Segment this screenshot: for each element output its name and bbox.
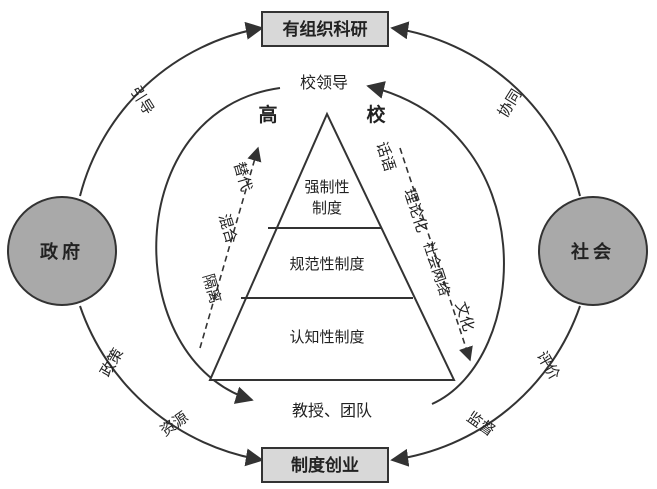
pyramid-bottom-label: 认知性制度: [289, 328, 364, 346]
pyramid-middle-label: 规范性制度: [289, 255, 364, 273]
government-node: [7, 196, 117, 306]
dashed-arrow-left: [199, 146, 262, 349]
arc-government-to-top: [79, 21, 264, 197]
government-label: 政府: [40, 241, 84, 263]
society-label: 社会: [571, 241, 615, 263]
label-resource: 资源: [157, 408, 192, 440]
bottom-box-label: 制度创业: [291, 455, 359, 476]
inner-arc-left: [155, 87, 281, 404]
label-evaluate: 评价: [533, 348, 564, 383]
mechanism-social-network: 社会网络: [420, 240, 453, 298]
bottom-box: [261, 447, 389, 483]
society-node: [538, 196, 648, 306]
xiao-label: 校: [366, 103, 386, 126]
school-leader-label: 校领导: [300, 73, 348, 92]
top-box-label: 有组织科研: [283, 19, 368, 40]
arc-society-to-top: [390, 21, 581, 197]
pyramid-top-label-2: 制度: [312, 199, 342, 217]
mechanism-discourse: 话语: [373, 139, 399, 173]
institution-pyramid: [208, 111, 456, 381]
faculty-team-label: 教授、团队: [292, 401, 372, 420]
mechanism-theorize: 理论化: [400, 186, 431, 234]
arc-society-to-bottom: [390, 305, 581, 467]
mechanism-culture: 文化: [452, 299, 478, 333]
mechanism-mix: 混合: [215, 212, 241, 246]
pyramid-top-label-1: 强制性: [304, 178, 349, 196]
gao-label: 高: [258, 103, 277, 126]
inner-arc-right: [366, 81, 505, 405]
top-box: [261, 11, 389, 47]
dashed-arrow-right: [399, 147, 473, 362]
arc-government-to-bottom: [79, 305, 264, 467]
mechanism-substitute: 替代: [230, 160, 256, 194]
